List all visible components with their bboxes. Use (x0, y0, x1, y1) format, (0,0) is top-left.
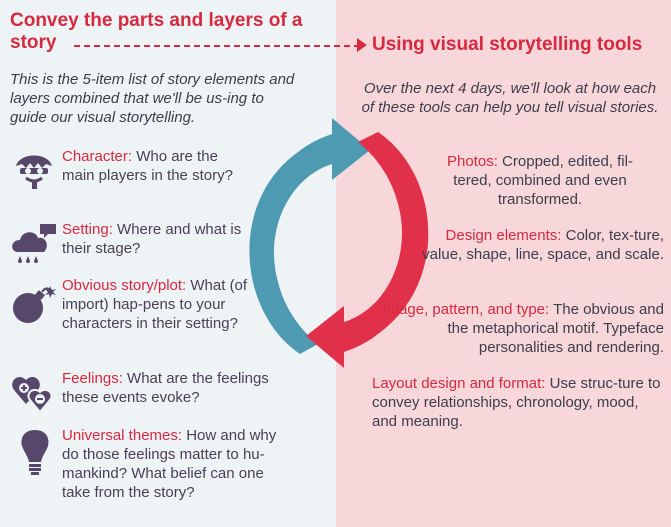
tool-label: Design elements: (445, 227, 562, 244)
element-label: Universal themes: (62, 427, 183, 444)
dashed-connector (74, 45, 360, 47)
tool-text: Use struc-ture to convey relationships, … (372, 375, 661, 430)
element-text: What (of import) hap-pens to your charac… (62, 277, 248, 332)
tool-design-elements: Design elements: Color, tex-ture, value,… (418, 226, 664, 264)
tool-label: Photos: (447, 153, 498, 170)
element-label: Character: (62, 148, 133, 165)
cycle-arrows-icon (249, 118, 429, 368)
element-text: What are the feelings these events evoke… (62, 370, 269, 406)
element-feelings: Feelings: What are the feelings these ev… (62, 369, 292, 407)
right-title: Using visual storytelling tools (372, 34, 643, 55)
element-label: Obvious story/plot: (62, 277, 187, 294)
element-themes: Universal themes: How and why do those f… (62, 426, 292, 502)
right-intro: Over the next 4 days, we'll look at how … (361, 80, 659, 116)
lightbulb-icon (20, 428, 50, 481)
element-text: How and why do those feelings matter to … (62, 427, 277, 501)
element-text: Who are the main players in the story? (62, 148, 233, 184)
tool-text: Cropped, edited, fil-tered, combined and… (453, 153, 633, 208)
left-title: Convey the parts and layers of a story (10, 10, 303, 53)
tool-text: The obvious and the metaphorical motif. … (447, 301, 664, 356)
tool-text: Color, tex-ture, value, shape, line, spa… (422, 227, 664, 263)
tool-label: Layout design and format: (372, 375, 546, 392)
element-label: Setting: (62, 221, 113, 238)
tool-label: Image, pattern, and type: (382, 301, 550, 318)
left-panel (0, 0, 336, 527)
bomb-icon (10, 284, 58, 331)
tool-layout-design: Layout design and format: Use struc-ture… (372, 374, 664, 431)
element-plot: Obvious story/plot: What (of import) hap… (62, 276, 262, 333)
element-setting: Setting: Where and what is their stage? (62, 220, 242, 258)
element-label: Feelings: (62, 370, 123, 387)
element-text: Where and what is their stage? (62, 221, 242, 257)
character-icon (12, 150, 56, 195)
left-intro: This is the 5-item list of story element… (10, 71, 295, 126)
arrow-right-icon (357, 38, 367, 52)
right-panel (336, 0, 671, 527)
tool-image-pattern-type: Image, pattern, and type: The obvious an… (380, 300, 664, 357)
cloud-rain-icon (10, 222, 58, 273)
hearts-icon (10, 370, 58, 421)
element-character: Character: Who are the main players in t… (62, 147, 242, 185)
tool-photos: Photos: Cropped, edited, fil-tered, comb… (440, 152, 640, 209)
